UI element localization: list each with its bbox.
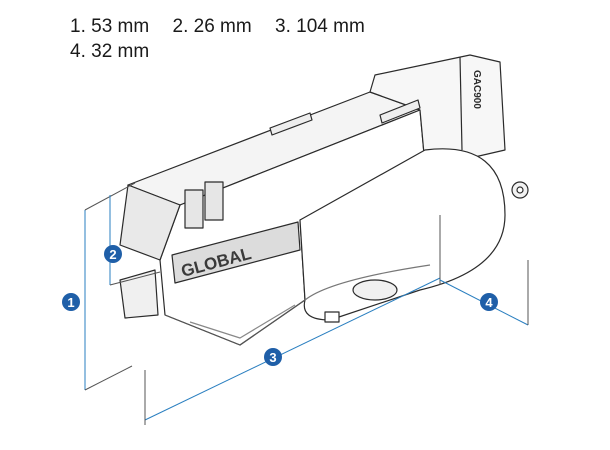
oval-housing bbox=[299, 148, 506, 321]
dimension-legend: 1. 53 mm 2. 26 mm 3. 104 mm 4. 32 mm bbox=[70, 14, 383, 64]
callout-3: 3 bbox=[264, 348, 282, 366]
side-screw-hole bbox=[516, 186, 524, 194]
legend-row-1: 1. 53 mm 2. 26 mm 3. 104 mm bbox=[70, 14, 383, 39]
upper-block-edge bbox=[459, 56, 463, 151]
callout-2: 2 bbox=[104, 245, 122, 263]
callout-4: 4 bbox=[480, 293, 498, 311]
legend-item-2: 2. 26 mm bbox=[172, 16, 252, 37]
bottom-clip bbox=[119, 269, 159, 319]
bottom-rail bbox=[164, 299, 306, 346]
bottom-rail-inner bbox=[189, 304, 296, 339]
adapter-body bbox=[119, 54, 529, 346]
callout-4-label: 4 bbox=[485, 295, 493, 310]
callout-1-label: 1 bbox=[67, 295, 74, 310]
callout-3-label: 3 bbox=[269, 350, 276, 365]
callout-2-label: 2 bbox=[109, 247, 116, 262]
housing-seam bbox=[304, 264, 431, 301]
contact-block-1 bbox=[184, 189, 204, 229]
dimension-lines bbox=[84, 182, 529, 425]
top-latch-right bbox=[379, 99, 421, 124]
side-label: GAC900 bbox=[471, 70, 482, 109]
legend-item-4: 4. 32 mm bbox=[70, 41, 150, 62]
top-latch-left bbox=[269, 112, 313, 136]
small-tab bbox=[324, 311, 340, 323]
legend-row-2: 4. 32 mm bbox=[70, 39, 383, 64]
brand-plaque bbox=[171, 221, 301, 284]
round-knob bbox=[352, 279, 398, 301]
dimension-line-3 bbox=[144, 277, 441, 421]
body-end-face bbox=[119, 184, 181, 261]
callout-1: 1 bbox=[62, 293, 80, 311]
extension-line-2 bbox=[109, 271, 161, 286]
dimension-callouts: 1 2 3 4 bbox=[62, 245, 498, 366]
legend-item-3: 3. 104 mm bbox=[275, 16, 365, 37]
upper-block bbox=[369, 54, 506, 166]
extension-line-1-bottom bbox=[84, 365, 133, 391]
contact-block-2 bbox=[204, 181, 224, 221]
legend-item-1: 1. 53 mm bbox=[70, 16, 150, 37]
